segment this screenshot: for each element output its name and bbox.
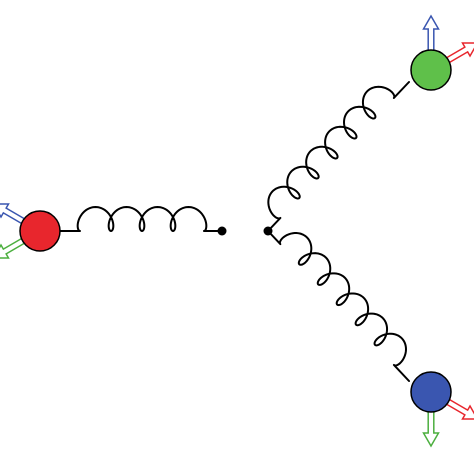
- springs-layer: [59, 81, 410, 382]
- arrow-bottom-right-down: [422, 407, 440, 448]
- spring-lower-right: [267, 230, 410, 382]
- spring-left: [59, 206, 223, 232]
- mass-left: [19, 210, 61, 252]
- arrow-top-right-up: [422, 14, 440, 55]
- anchor-junction: [263, 226, 273, 236]
- mass-top-right: [410, 49, 452, 91]
- anchors-layer: [217, 226, 273, 236]
- mass-bottom-right: [410, 371, 452, 413]
- spring-upper-right: [267, 81, 410, 232]
- masses-layer: [19, 49, 452, 413]
- anchor-left-spring-end: [217, 226, 227, 236]
